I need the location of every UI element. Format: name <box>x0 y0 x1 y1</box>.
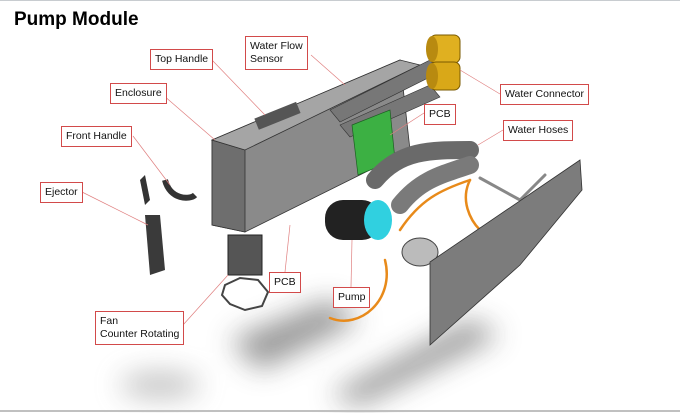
label-line: Sensor <box>250 53 284 65</box>
label-ejector: Ejector <box>40 182 83 203</box>
leader-lines <box>81 54 504 326</box>
label-line: Counter Rotating <box>100 328 180 340</box>
label-water-hoses: Water Hoses <box>503 120 574 141</box>
water-connector-part <box>426 34 461 91</box>
label-pcb-bottom: PCB <box>269 272 301 293</box>
floor-shadow <box>120 300 500 405</box>
label-top-handle: Top Handle <box>150 49 214 70</box>
ejector-part <box>145 215 165 275</box>
side-panel-part <box>429 159 583 346</box>
label-enclosure: Enclosure <box>110 83 167 104</box>
label-line: Water Flow <box>250 40 303 52</box>
label-front-handle: Front Handle <box>61 126 132 147</box>
water-hoses-part <box>328 141 547 322</box>
label-water-connector: Water Connector <box>500 84 589 105</box>
label-line: Fan <box>100 315 119 327</box>
bottom-divider <box>0 410 680 412</box>
fan-part <box>220 234 270 312</box>
top-divider <box>0 0 680 1</box>
label-pump: Pump <box>333 287 371 308</box>
front-handle-part <box>140 175 198 205</box>
page-title: Pump Module <box>14 9 139 30</box>
label-pcb-top: PCB <box>424 104 456 125</box>
pump-part <box>325 200 439 267</box>
